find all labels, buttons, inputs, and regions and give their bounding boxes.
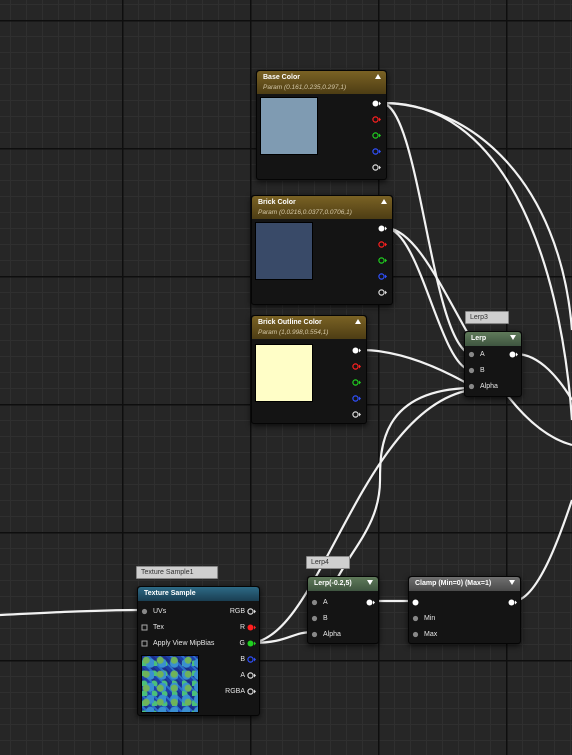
clamp-header[interactable]: Clamp (Min=0) (Max=1) — [409, 577, 520, 591]
brick-color-r-pin[interactable] — [378, 241, 387, 248]
lerp3-header[interactable]: Lerp — [465, 332, 521, 346]
texture-rgb-pin[interactable] — [247, 608, 256, 615]
texture-rgb-label: RGB — [229, 608, 245, 615]
texture-sample-node[interactable]: Texture Sample UVs Tex Apply View MipBia… — [137, 586, 260, 716]
base-color-node[interactable]: Base Color Param (0.161,0.235,0.297,1) — [256, 70, 387, 180]
texture-a-pin[interactable] — [247, 672, 256, 679]
base-color-a-pin[interactable] — [372, 164, 381, 171]
texture-b-pin[interactable] — [247, 656, 256, 663]
brick-outline-color-subtitle: Param (1,0.998,0.554,1) — [258, 329, 329, 336]
wire-lerp3-out — [515, 352, 572, 401]
brick-color-subtitle: Param (0.0216,0.0377,0.0706,1) — [258, 209, 352, 216]
brick-outline-color-r-pin[interactable] — [352, 363, 361, 370]
texture-uvs-label: UVs — [153, 608, 167, 615]
brick-outline-color-title: Brick Outline Color — [258, 319, 322, 326]
texture-b-label: B — [240, 656, 245, 663]
lerp4-output-pin[interactable] — [366, 599, 375, 606]
lerp4-a-pin[interactable] — [311, 599, 320, 606]
base-color-subtitle: Param (0.161,0.235,0.297,1) — [263, 84, 347, 91]
brick-color-node[interactable]: Brick Color Param (0.0216,0.0377,0.0706,… — [251, 195, 393, 305]
lerp4-alpha-pin[interactable] — [311, 631, 320, 638]
wire-outline-to-lerp3 — [360, 348, 471, 386]
texture-tex-label: Tex — [153, 624, 164, 631]
base-color-swatch — [260, 97, 318, 155]
lerp4-header[interactable]: Lerp(-0.2,5) — [308, 577, 378, 591]
collapse-arrow-icon[interactable] — [510, 335, 516, 340]
wire-base-to-lerp3-a — [380, 101, 471, 356]
texture-g-label: G — [239, 640, 245, 647]
lerp3-b-pin[interactable] — [468, 367, 477, 374]
lerp3-alpha-pin[interactable] — [468, 383, 477, 390]
wire-uv-input — [0, 608, 146, 617]
wire-base-to-output-1 — [380, 101, 572, 331]
texture-sample-comment-bubble: Texture Sample1 — [136, 566, 218, 579]
texture-r-label: R — [239, 624, 245, 631]
base-color-b-pin[interactable] — [372, 148, 381, 155]
lerp3-a-label: A — [480, 351, 485, 358]
collapse-arrow-icon[interactable] — [381, 199, 387, 204]
brick-color-b-pin[interactable] — [378, 273, 387, 280]
lerp3-alpha-label: Alpha — [480, 383, 498, 390]
clamp-max-label: Max — [424, 631, 438, 638]
texture-sample-title: Texture Sample — [144, 590, 196, 597]
brick-color-a-pin[interactable] — [378, 289, 387, 296]
clamp-output-pin[interactable] — [508, 599, 517, 606]
brick-outline-color-g-pin[interactable] — [352, 379, 361, 386]
lerp3-output-pin[interactable] — [509, 351, 518, 358]
brick-outline-color-header[interactable]: Brick Outline Color Param (1,0.998,0.554… — [252, 316, 366, 339]
lerp4-a-label: A — [323, 599, 328, 606]
base-color-title: Base Color — [263, 74, 300, 81]
lerp3-a-pin[interactable] — [468, 351, 477, 358]
brick-color-swatch — [255, 222, 313, 280]
lerp4-node[interactable]: Lerp(-0.2,5) A B Alpha — [307, 576, 379, 644]
lerp3-comment-bubble: Lerp3 — [465, 311, 509, 324]
base-color-header[interactable]: Base Color Param (0.161,0.235,0.297,1) — [257, 71, 386, 94]
texture-tex-pin[interactable] — [141, 624, 150, 631]
clamp-node[interactable]: Clamp (Min=0) (Max=1) Min Max — [408, 576, 521, 644]
collapse-arrow-icon[interactable] — [355, 319, 361, 324]
brick-color-rgb-pin[interactable] — [378, 225, 387, 232]
brick-color-g-pin[interactable] — [378, 257, 387, 264]
clamp-title: Clamp (Min=0) (Max=1) — [415, 580, 492, 587]
texture-sample-header[interactable]: Texture Sample — [138, 587, 259, 601]
base-color-rgb-pin[interactable] — [372, 100, 381, 107]
brick-color-title: Brick Color — [258, 199, 296, 206]
texture-r-pin[interactable] — [247, 624, 256, 631]
texture-rgba-pin[interactable] — [247, 688, 256, 695]
base-color-r-pin[interactable] — [372, 116, 381, 123]
lerp4-title: Lerp(-0.2,5) — [314, 580, 352, 587]
texture-mipbias-label: Apply View MipBias — [153, 640, 215, 647]
texture-a-label: A — [240, 672, 245, 679]
clamp-input-pin[interactable] — [412, 599, 421, 606]
clamp-min-label: Min — [424, 615, 436, 622]
collapse-arrow-icon[interactable] — [367, 580, 373, 585]
lerp4-b-label: B — [323, 615, 328, 622]
texture-mipbias-pin[interactable] — [141, 640, 150, 647]
base-color-g-pin[interactable] — [372, 132, 381, 139]
texture-uvs-pin[interactable] — [141, 608, 150, 615]
clamp-min-pin[interactable] — [412, 615, 421, 622]
lerp3-title: Lerp — [471, 335, 487, 342]
brick-color-header[interactable]: Brick Color Param (0.0216,0.0377,0.0706,… — [252, 196, 392, 219]
brick-outline-color-b-pin[interactable] — [352, 395, 361, 402]
collapse-arrow-icon[interactable] — [375, 74, 381, 79]
lerp4-alpha-label: Alpha — [323, 631, 341, 638]
collapse-arrow-icon[interactable] — [509, 580, 515, 585]
clamp-max-pin[interactable] — [412, 631, 421, 638]
lerp3-node[interactable]: Lerp A B Alpha — [464, 331, 522, 397]
lerp3-b-label: B — [480, 367, 485, 374]
texture-rgba-label: RGBA — [225, 688, 245, 695]
brick-outline-color-swatch — [255, 344, 313, 402]
wire-clamp-to-lerp3-alpha — [513, 499, 572, 603]
lerp4-b-pin[interactable] — [311, 615, 320, 622]
brick-outline-color-node[interactable]: Brick Outline Color Param (1,0.998,0.554… — [251, 315, 367, 424]
texture-g-pin[interactable] — [247, 640, 256, 647]
lerp4-comment-bubble: Lerp4 — [306, 556, 350, 569]
brick-outline-color-a-pin[interactable] — [352, 411, 361, 418]
texture-preview-thumbnail — [141, 655, 199, 713]
wire-brick-to-lerp3-b — [385, 226, 471, 372]
brick-outline-color-rgb-pin[interactable] — [352, 347, 361, 354]
